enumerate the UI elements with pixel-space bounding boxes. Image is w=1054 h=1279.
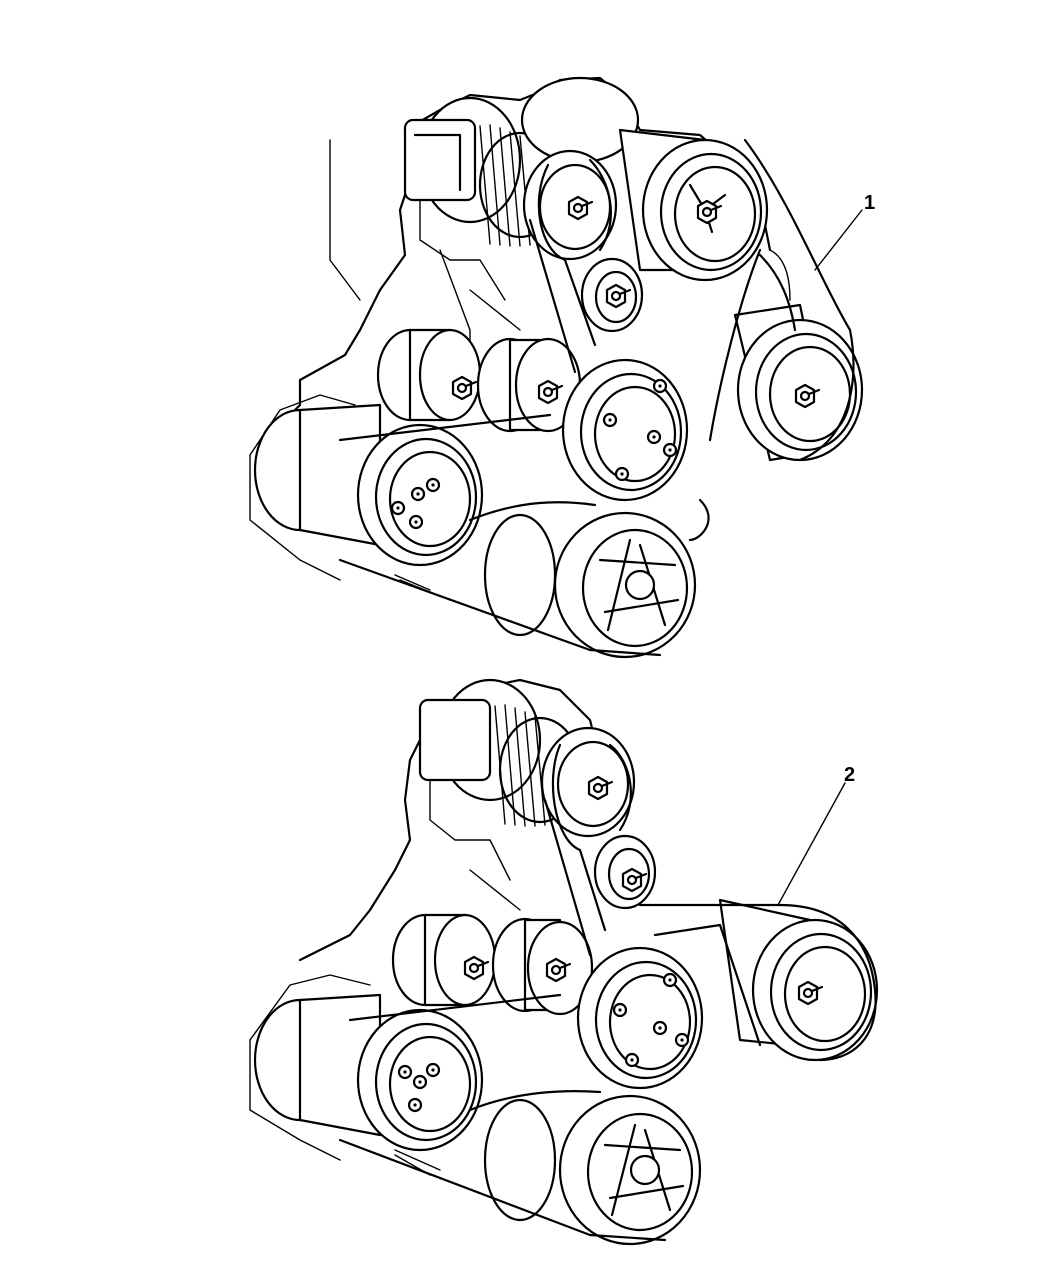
water-pump-pulley-lower — [576, 946, 704, 1090]
crankshaft-pulley-upper — [483, 511, 697, 659]
alternator-lower — [418, 678, 582, 827]
ac-compressor-lower — [718, 898, 879, 1062]
generator-pulley-upper — [253, 403, 484, 567]
idler-pulley-mid-upper — [580, 257, 644, 333]
ac-compressor-upper — [733, 303, 864, 462]
power-steering-pulley-upper — [641, 138, 769, 282]
assembly-upper — [249, 76, 864, 659]
drive-belt-lower — [338, 743, 877, 1242]
tensioner-cylinder-upper — [376, 328, 482, 422]
generator-pulley-lower — [253, 993, 484, 1152]
alternator-upper — [403, 96, 562, 247]
engine-bracket-outline — [298, 76, 772, 382]
drive-belt-upper — [338, 138, 855, 657]
idler-pulley-top-lower — [540, 726, 636, 838]
callout-number-2: 2 — [844, 764, 856, 786]
assembly-lower — [249, 678, 879, 1246]
idler-cylinder-lower — [491, 917, 594, 1016]
water-pump-pulley-upper — [561, 358, 689, 502]
crankshaft-pulley-lower — [483, 1094, 702, 1246]
leader-line-2 — [777, 782, 846, 906]
idler-pulley-mid-lower — [593, 834, 657, 910]
idler-cylinder-upper — [476, 337, 582, 433]
callout-number-1: 1 — [864, 192, 876, 214]
leader-line-1 — [814, 209, 863, 271]
tensioner-cylinder-lower — [391, 913, 497, 1007]
engine-bracket-outline-lower — [298, 678, 602, 962]
